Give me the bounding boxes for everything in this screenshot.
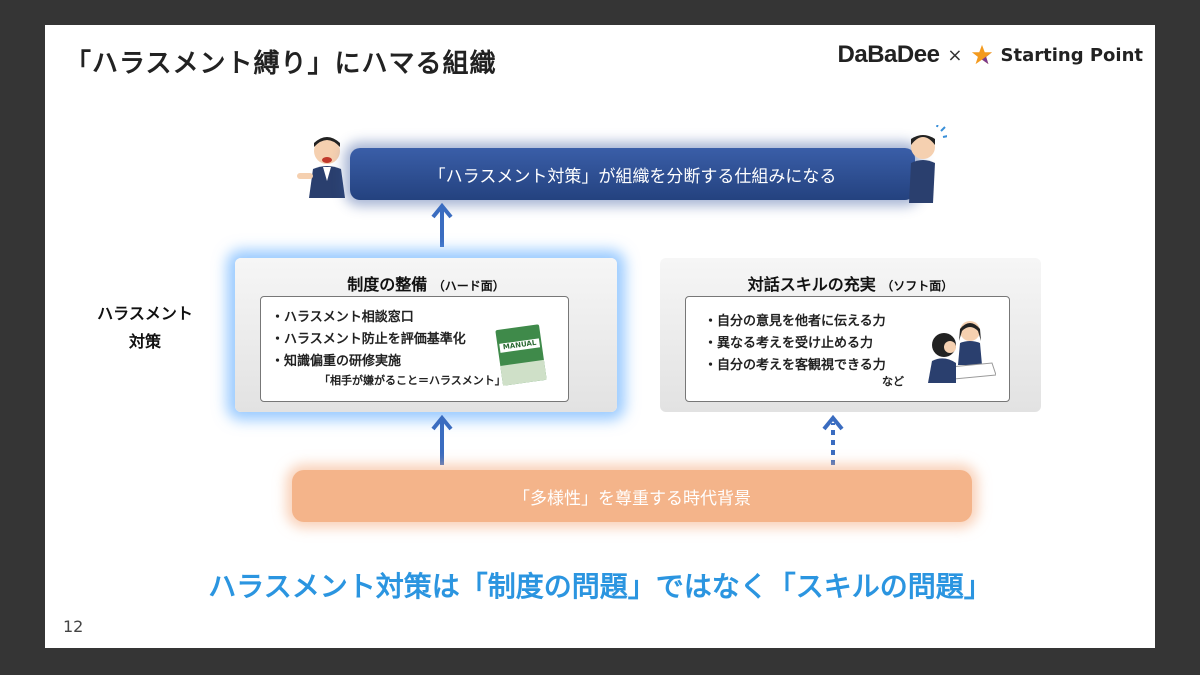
side-label-line: 対策 bbox=[128, 332, 161, 351]
hard-title: 制度の整備 bbox=[347, 275, 428, 294]
list-item: ・自分の意見を他者に伝える力 bbox=[704, 314, 886, 329]
troubled-man-icon bbox=[909, 125, 947, 203]
soft-panel-title: 対話スキルの充実 （ソフト面） bbox=[660, 271, 1041, 295]
list-item: ・異なる考えを受け止める力 bbox=[704, 336, 874, 351]
list-item: ・ハラスメント相談窓口 bbox=[271, 310, 414, 325]
hard-note: 「相手が嫌がること＝ハラスメント」 bbox=[319, 374, 506, 387]
hard-panel-title: 制度の整備 （ハード面） bbox=[235, 271, 617, 295]
soft-title: 対話スキルの充実 bbox=[747, 275, 876, 294]
list-item: ・自分の考えを客観視できる力 bbox=[704, 358, 886, 373]
angry-man-icon bbox=[297, 137, 345, 198]
side-label: ハラスメント 対策 bbox=[85, 300, 205, 356]
logo-separator: × bbox=[947, 44, 963, 66]
list-item: ・ハラスメント防止を評価基準化 bbox=[271, 332, 466, 347]
slide-title: 「ハラスメント縛り」にハマる組織 bbox=[65, 49, 497, 79]
top-banner: 「ハラスメント対策」が組織を分断する仕組みになる bbox=[350, 148, 915, 200]
conclusion-text: ハラスメント対策は「制度の問題」ではなく「スキルの問題」 bbox=[208, 570, 992, 603]
arrow-up-icon bbox=[431, 415, 453, 465]
star-icon bbox=[971, 44, 992, 65]
side-label-line: ハラスメント bbox=[97, 304, 193, 323]
soft-note: など bbox=[882, 375, 904, 388]
slide: 「ハラスメント縛り」にハマる組織 DaBaDee × Starting Poin… bbox=[45, 25, 1155, 648]
soft-sub: （ソフト面） bbox=[881, 279, 954, 293]
dashed-arrow-up-icon bbox=[822, 415, 844, 465]
background-banner: 「多様性」を尊重する時代背景 bbox=[292, 470, 972, 522]
dabadee-logo: DaBaDee bbox=[837, 41, 940, 68]
arrow-up-icon bbox=[431, 203, 453, 247]
hard-panel: 制度の整備 （ハード面） ・ハラスメント相談窓口 ・ハラスメント防止を評価基準化… bbox=[235, 258, 617, 412]
page-number: 12 bbox=[63, 617, 84, 636]
manual-label: MANUAL bbox=[499, 338, 541, 353]
logo: DaBaDee × Starting Point bbox=[838, 41, 1143, 69]
manual-book-icon: MANUAL bbox=[495, 324, 547, 386]
list-item: ・知識偏重の研修実施 bbox=[271, 354, 402, 369]
soft-list: ・自分の意見を他者に伝える力 ・異なる考えを受け止める力 ・自分の考えを客観視で… bbox=[685, 296, 1010, 402]
soft-panel: 対話スキルの充実 （ソフト面） ・自分の意見を他者に伝える力 ・異なる考えを受け… bbox=[660, 258, 1041, 412]
hard-list: ・ハラスメント相談窓口 ・ハラスメント防止を評価基準化 ・知識偏重の研修実施 「… bbox=[260, 296, 569, 402]
conversation-people-icon bbox=[928, 321, 996, 383]
starting-point-logo: Starting Point bbox=[1000, 44, 1143, 66]
hard-sub: （ハード面） bbox=[432, 279, 505, 293]
